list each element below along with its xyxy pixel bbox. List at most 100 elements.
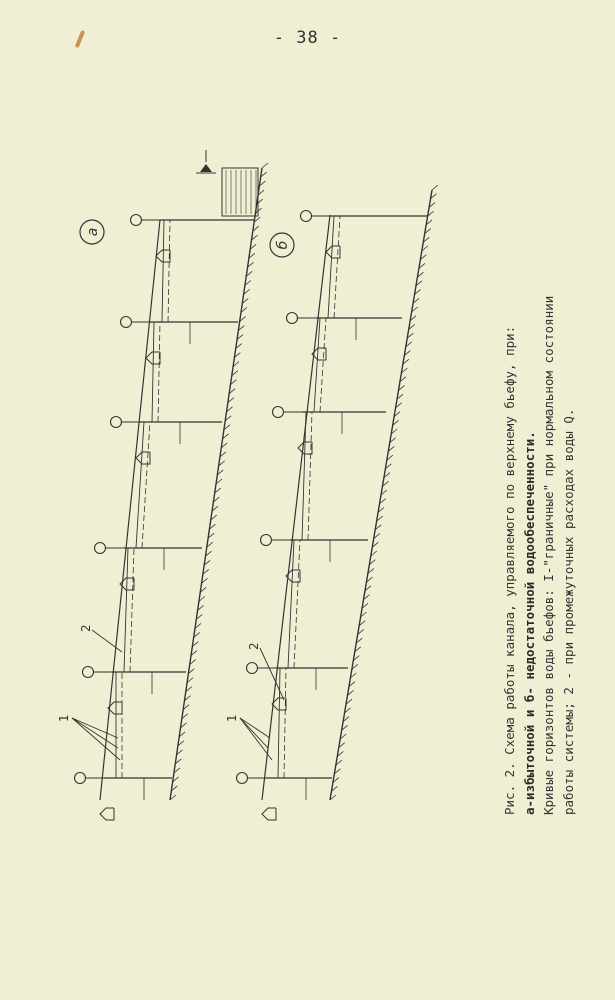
bank-hatch xyxy=(223,424,231,431)
bank-hatch xyxy=(420,254,427,261)
water-curve-1 xyxy=(327,215,335,319)
regulator-float-circle xyxy=(235,771,249,785)
bank-hatch xyxy=(373,533,380,539)
bank-hatch xyxy=(218,460,225,467)
bank-hatch xyxy=(197,605,204,611)
bank-hatch xyxy=(206,541,214,548)
gatehouse-icon xyxy=(107,701,123,715)
caption-line-1: Рис. 2. Схема работы канала, управляемог… xyxy=(502,325,517,815)
bank-hatch xyxy=(178,731,186,738)
water-curve-2 xyxy=(293,539,301,669)
water-curve-2 xyxy=(283,667,287,779)
bank-hatch xyxy=(390,428,398,435)
panel-a-callout-2: 2 xyxy=(79,624,93,632)
bank-hatch xyxy=(430,193,437,200)
water-curve-1 xyxy=(287,539,295,669)
bank-hatch xyxy=(335,759,343,766)
bank-hatch xyxy=(228,388,236,395)
bank-hatch xyxy=(406,332,414,339)
bank-hatch xyxy=(342,716,350,722)
bank-hatch xyxy=(404,350,411,356)
bank-hatch xyxy=(175,758,182,765)
bank-hatch xyxy=(370,550,378,557)
regulator-float-circle xyxy=(271,405,285,419)
panel-a-callouts: 1 2 xyxy=(57,624,123,761)
bank-hatch xyxy=(214,487,221,494)
bank-hatch xyxy=(199,587,207,593)
bank-hatch xyxy=(350,672,357,679)
bank-hatch xyxy=(331,785,338,792)
bank-hatch xyxy=(186,677,194,683)
bank-hatch xyxy=(192,641,199,647)
bank-hatch xyxy=(344,707,351,714)
bank-hatch xyxy=(334,768,341,775)
bank-hatch xyxy=(171,785,178,792)
bank-hatch xyxy=(180,722,187,729)
bank-hatch xyxy=(193,632,200,638)
bank-hatch xyxy=(176,749,183,756)
regulator-float-circle xyxy=(73,771,87,785)
bank-hatch xyxy=(379,498,386,505)
bank-hatch xyxy=(238,325,245,331)
bank-hatch xyxy=(351,663,359,670)
gatehouse-icon xyxy=(311,347,327,361)
bank-hatch xyxy=(211,505,219,512)
bank-hatch xyxy=(173,767,181,774)
bank-hatch xyxy=(185,686,193,692)
regulator-float-circle xyxy=(81,665,95,679)
water-curve-2 xyxy=(333,215,341,319)
bank-hatch xyxy=(184,695,191,701)
bank-hatch xyxy=(169,794,177,801)
bank-hatch xyxy=(423,236,430,243)
bank-hatch xyxy=(205,550,212,557)
bank-hatch xyxy=(374,524,382,531)
bank-hatch xyxy=(411,306,418,313)
bank-hatch xyxy=(201,578,208,584)
bank-hatch xyxy=(230,379,237,385)
bank-hatch xyxy=(196,614,203,620)
panel-a-letter: а xyxy=(85,228,101,237)
gatehouse-icon xyxy=(271,697,287,711)
bank-hatch xyxy=(194,623,202,629)
bank-hatch xyxy=(249,243,257,250)
bank-hatch xyxy=(427,210,434,217)
bank-hatch xyxy=(260,171,267,178)
water-curve-2 xyxy=(307,411,313,541)
bank-hatch xyxy=(236,334,244,340)
bank-hatch xyxy=(414,289,421,295)
bank-hatch xyxy=(257,189,265,196)
bank-hatch xyxy=(354,646,362,653)
gatehouse-icon xyxy=(325,245,341,259)
water-curve-2 xyxy=(129,547,135,673)
bank-hatch xyxy=(385,463,392,470)
gatehouse-icon xyxy=(145,351,161,365)
bank-hatch xyxy=(421,245,429,252)
regulator-float-circle xyxy=(129,213,143,227)
bank-hatch xyxy=(345,698,353,705)
bank-hatch xyxy=(329,794,337,801)
bank-hatch xyxy=(355,637,363,644)
gatehouse-icon xyxy=(119,577,135,591)
bank-hatch xyxy=(360,611,367,618)
figure-caption: Рис. 2. Схема работы канала, управляемог… xyxy=(500,135,578,815)
bank-hatch xyxy=(261,162,269,169)
bank-hatch xyxy=(396,393,404,400)
bank-hatch xyxy=(198,596,206,602)
bank-hatch xyxy=(361,602,369,609)
canal-bed xyxy=(99,219,161,801)
panel-b-callout-2: 2 xyxy=(247,642,261,650)
gatehouse-icon xyxy=(155,249,171,263)
water-curve-2 xyxy=(157,321,161,423)
bank-hatch xyxy=(244,280,252,286)
water-curve-2 xyxy=(167,219,171,323)
bank-hatch xyxy=(337,751,344,757)
bank-hatch xyxy=(172,776,179,783)
water-curve-2 xyxy=(319,317,327,413)
bank-hatch xyxy=(259,180,266,187)
bank-hatch xyxy=(240,307,248,313)
panel-b-callout-1: 1 xyxy=(225,714,239,722)
bank-hatch xyxy=(332,777,340,783)
bank-hatch xyxy=(366,576,373,583)
bank-hatch xyxy=(386,454,394,461)
